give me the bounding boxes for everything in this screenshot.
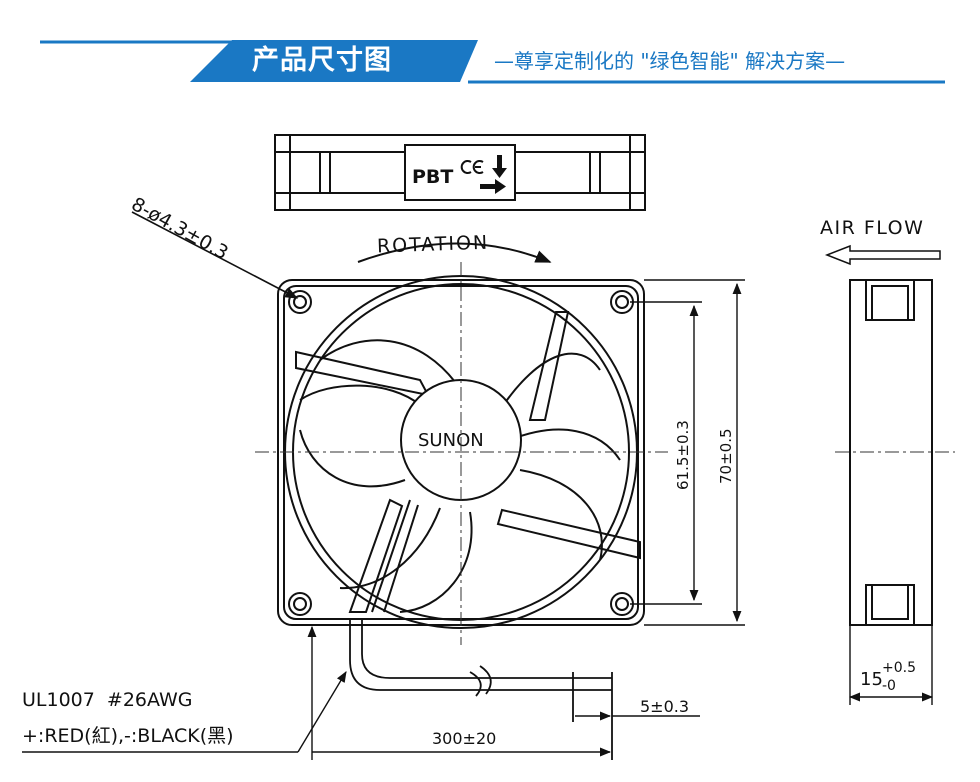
hole-spec-label: 8-ø4.3±0.3 [128, 193, 232, 264]
airflow-arrow-icon [824, 244, 941, 266]
wire-spec-leader [297, 671, 347, 753]
fan-top-view [274, 134, 646, 211]
wire-colors: +:RED(紅),-:BLACK(黑) [22, 725, 234, 747]
ce-mark-icon [460, 160, 484, 174]
dim-lead-length: 300±20 [432, 729, 496, 748]
dim-thickness-plus: +0.5 [882, 660, 916, 676]
page-title: 产品尺寸图 [252, 45, 392, 76]
dim-strip: 5±0.3 [640, 697, 689, 716]
dim-thickness-base: 15 [860, 669, 883, 690]
down-arrow-icon [492, 155, 507, 178]
right-arrow-icon [480, 179, 506, 194]
fan-side-view [849, 279, 933, 705]
hole-spec-leader [131, 211, 299, 299]
center-lines [255, 262, 955, 645]
brand-label: SUNON [418, 430, 484, 451]
dim-thickness-minus: -0 [882, 678, 896, 694]
page-slogan: —尊享定制化的 "绿色智能" 解决方案— [494, 49, 846, 73]
dim-mounting: 61.5±0.3 [674, 420, 692, 490]
dim-frame: 70±0.5 [717, 428, 735, 484]
rotation-label: ROTATION [377, 232, 490, 258]
rotation-arc [357, 242, 552, 263]
wire-spec: UL1007 #26AWG [22, 689, 193, 711]
airflow-label: AIR FLOW [820, 217, 924, 239]
dimension-lines [630, 279, 745, 626]
banner-decoration [40, 40, 945, 84]
label-material: PBT [412, 166, 453, 188]
